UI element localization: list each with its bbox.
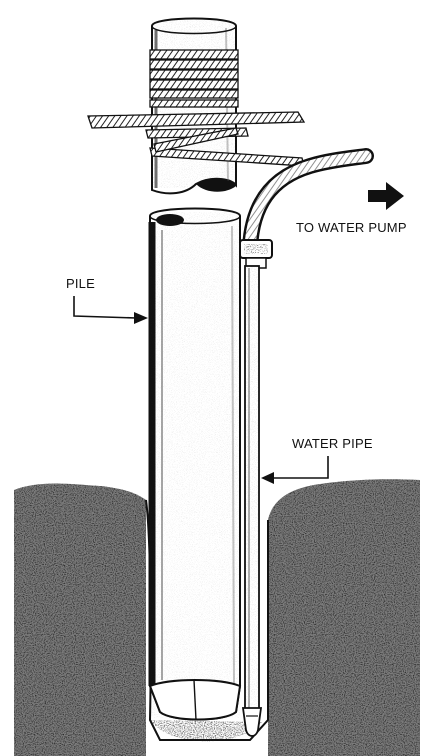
label-pile: PILE <box>66 276 95 291</box>
label-water-pipe: WATER PIPE <box>292 436 373 451</box>
main-pile <box>148 207 242 721</box>
water-pipe-leader-line <box>261 456 329 484</box>
water-hose <box>242 148 374 256</box>
ground-soil <box>14 479 420 756</box>
label-to-water-pump: TO WATER PUMP <box>296 220 407 235</box>
rope-lashing <box>87 49 306 167</box>
pump-direction-arrow <box>368 182 404 210</box>
water-pipe <box>241 265 263 737</box>
pile-leader-line <box>73 296 148 324</box>
hose-coupling <box>239 239 273 269</box>
